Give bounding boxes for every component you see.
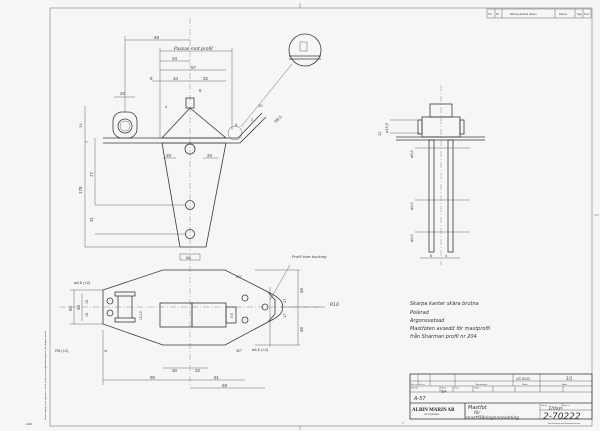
ref-number: UD 8243 xyxy=(516,377,530,381)
rev-cell: Sign xyxy=(577,13,583,16)
dim-label: 8 xyxy=(103,349,108,352)
corner-mark: 7 xyxy=(402,421,404,425)
field-label: Ritad xyxy=(441,386,446,389)
dim-label: 17 xyxy=(282,298,287,303)
dim-label: 81 xyxy=(214,375,220,380)
dim-label: 2 xyxy=(251,117,254,122)
dim-label: 30° xyxy=(236,274,242,279)
bottom-view: 68 Profil fore bocking 30° 30° 46 46 R10… xyxy=(55,253,339,389)
dim-label: 15,19 xyxy=(139,311,143,320)
dim-label: 30 xyxy=(172,368,178,373)
dim-label: 32 xyxy=(195,368,201,373)
copyright-margin-note: Denna ritning är vår egendom och får ej … xyxy=(44,330,47,420)
field-label: Datum xyxy=(541,404,547,407)
dim-label: 15 xyxy=(85,300,89,304)
dim-label: ø15,5 xyxy=(384,122,389,133)
rev-cell: Ändr xyxy=(584,13,589,16)
title-block: UD 8243 Ers. av Ers. m Benämning Skala A… xyxy=(402,373,593,425)
drawing-border xyxy=(49,7,593,427)
note-line: Skarpa kanter skära brutna xyxy=(410,301,479,307)
rev-cell: Ritning ändrad datum xyxy=(510,12,537,16)
revision-table: 1/8 8/7 Ritning ändrad datum Datum Sign … xyxy=(486,8,592,19)
dim-label: 178 xyxy=(78,186,83,194)
dim-label: 10 xyxy=(258,103,263,108)
dim-label: 30° xyxy=(236,348,242,353)
dim-label: 34 xyxy=(172,56,178,61)
date-value: 1/day xyxy=(549,406,562,412)
note-line: Polerad xyxy=(410,310,430,316)
note-line: Mastfoten avsedd för mastprofil xyxy=(410,326,491,332)
dim-label: 90 xyxy=(150,375,156,380)
field-label: Ers. m xyxy=(419,384,425,386)
dim-label: 34 xyxy=(173,76,179,81)
dim-label: 6 xyxy=(430,254,432,258)
drawing-title: mastfällningsanordning xyxy=(466,415,519,421)
dim-label: 77 xyxy=(89,171,94,177)
dim-label: 40 xyxy=(76,304,81,310)
note-line: från Sharman profil nr 204 xyxy=(410,333,477,340)
field-label: Skala xyxy=(522,384,528,386)
dim-label: 68 xyxy=(222,383,228,388)
sheet-format-mark: A4R xyxy=(26,422,33,426)
dim-label: 4 xyxy=(165,104,168,109)
dim-label: 4 xyxy=(235,122,238,127)
dim-label: Profil fore bocking xyxy=(292,254,327,259)
field-label: Ers. av xyxy=(411,384,417,386)
dim-label: ø8,6 xyxy=(410,150,414,158)
drawing-title: Mastfot xyxy=(468,405,488,411)
detail-circle xyxy=(288,33,322,67)
field-label: Antal xyxy=(562,383,568,386)
company-logo: ALBIN MARIN AB xyxy=(412,408,455,413)
dim-label: 13 xyxy=(78,123,83,128)
dim-label: 15 xyxy=(85,313,89,317)
company-sub: KRISTINEHAMN xyxy=(424,413,440,416)
dim-label: R8,5 xyxy=(273,114,283,124)
field-label: Ritn. nr xyxy=(563,404,570,407)
field-label: Kontr. xyxy=(454,386,460,389)
dim-label: ø6,6 (×2) xyxy=(74,280,91,285)
dim-label: 48 xyxy=(154,35,160,40)
drawn-by-value: SJA xyxy=(441,390,447,394)
general-notes: Skarpa kanter skära brutna Polerad Argon… xyxy=(409,301,491,340)
dim-label: 6 xyxy=(199,88,202,93)
drawing-title: för xyxy=(474,410,481,416)
field-label: Material xyxy=(411,386,419,389)
dim-label: R10 xyxy=(330,302,339,308)
rev-cell: Datum xyxy=(559,12,568,16)
dim-label: 31 xyxy=(89,216,94,222)
dim-label: 46 xyxy=(299,326,304,332)
drawing-number: 2-70222 xyxy=(543,412,581,422)
dim-label: 17 xyxy=(282,313,287,318)
dim-label: 20 xyxy=(166,153,172,158)
note-line: Argonsvetsad xyxy=(409,318,445,324)
front-view: 48 Passas mot profil 34 67 8 34 32 6 20 … xyxy=(78,18,322,250)
rev-cell: 8/7 xyxy=(496,13,500,16)
dim-label: 8 xyxy=(150,76,153,81)
dim-label: Passas mot profil xyxy=(174,46,213,52)
dim-label: 50 xyxy=(68,305,73,311)
dim-label: 4 xyxy=(445,254,447,258)
dim-label: 20 xyxy=(207,153,213,158)
material-code: A-57 xyxy=(413,396,426,402)
dim-label: R8 (×2) xyxy=(55,348,69,353)
dim-label: 12 xyxy=(377,131,382,136)
dim-label: ø6,6 xyxy=(410,202,414,210)
footer-note: Rätt till ändring utan föregående besked xyxy=(548,422,580,425)
field-label: Godk. xyxy=(474,387,480,389)
dim-label: 68 xyxy=(186,255,191,260)
field-label: Benämning xyxy=(476,384,488,386)
dim-label: 20 xyxy=(120,91,126,96)
scale-value: 1/1 xyxy=(566,376,572,381)
dim-label: 46 xyxy=(299,287,304,293)
dim-label: 67 xyxy=(191,65,197,70)
rev-cell: 1/8 xyxy=(488,13,492,16)
dim-label: ø6,6 (×2) xyxy=(252,347,269,352)
dim-label: ø6,6 xyxy=(410,234,414,242)
dim-label: 32 xyxy=(203,76,209,81)
dim-label: 7 xyxy=(84,140,89,143)
side-view: ø15,5 12 ø8,6 ø6,6 ø6,6 6 4 xyxy=(377,85,485,265)
dim-label: 6,6 xyxy=(230,313,234,318)
